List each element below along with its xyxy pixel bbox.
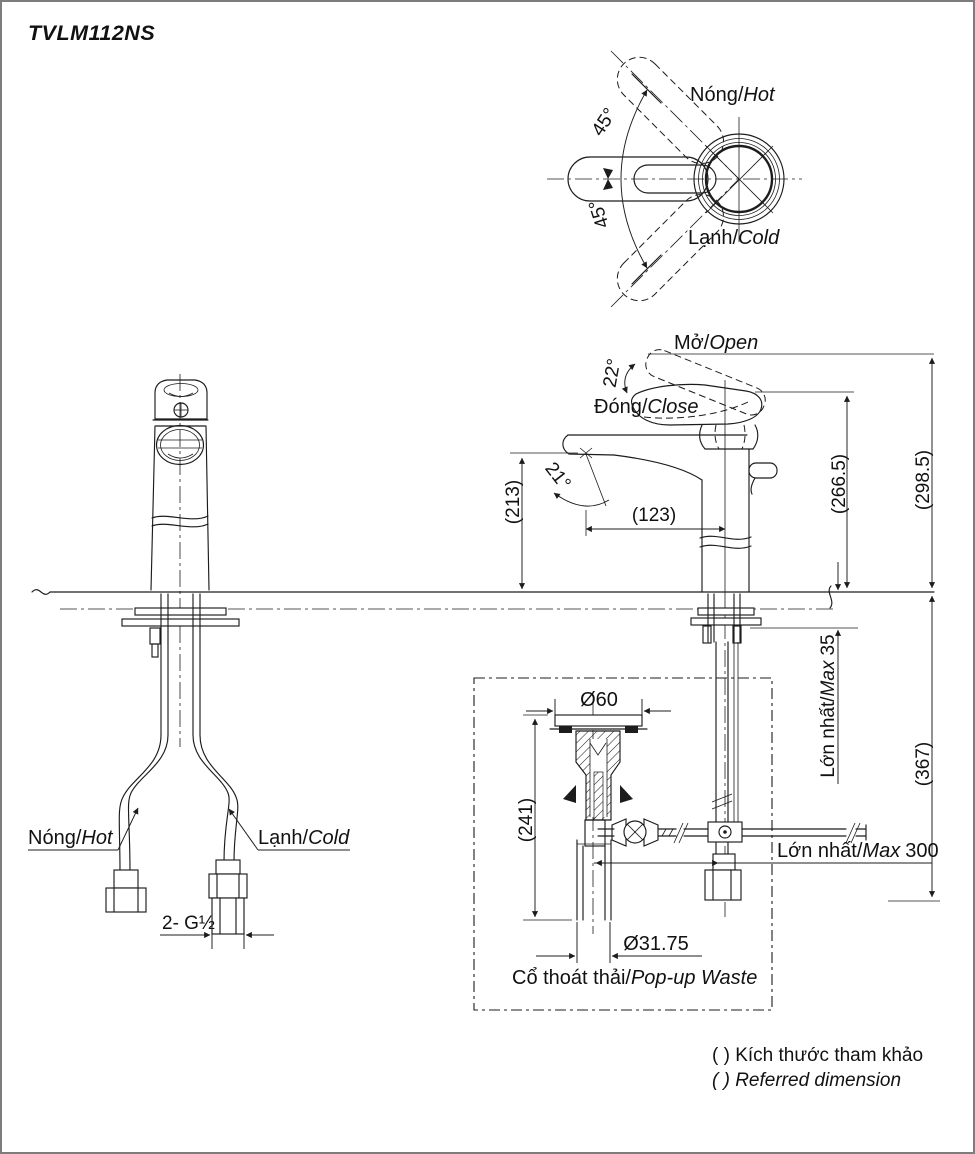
arc-21deg <box>553 492 610 507</box>
legend-vi: ( ) Kích thước tham khảo <box>712 1045 923 1066</box>
side-view-faucet <box>553 349 778 917</box>
side-view-under-counter <box>690 593 762 901</box>
handle-lever-inner <box>633 164 717 194</box>
handle-cap <box>154 379 208 420</box>
dim-298-5: (298.5) <box>913 450 934 510</box>
thread-size-label: 2- G½ <box>162 913 215 934</box>
angle-22-label: 22° <box>600 357 626 389</box>
handle-dome <box>699 424 759 450</box>
counter-break-right <box>828 585 833 609</box>
angle-45-lower: 45° <box>585 197 614 231</box>
dim-241: (241) <box>516 798 537 842</box>
supply-nut <box>704 869 742 901</box>
handle-cold-position <box>610 50 740 180</box>
front-cold-label: Lạnh/Cold <box>258 827 350 849</box>
detail-box <box>473 677 773 1011</box>
drain-flange <box>554 714 643 727</box>
top-view-cold-label: Lạnh/Cold <box>688 227 780 249</box>
dia-31-75-label: Ø31.75 <box>623 933 689 955</box>
rotation-arc <box>620 89 648 269</box>
spout-opening <box>155 424 205 466</box>
legend: ( ) Kích thước tham khảo ( ) Referred di… <box>712 1045 923 1091</box>
dim-max-35: Lớn nhất/Max35 <box>818 634 839 777</box>
popup-waste-detail: Ø60 Cổ thoát thải/Pop-up Waste <box>473 677 867 1011</box>
cold-leader <box>228 808 259 851</box>
handle-open-position <box>645 349 766 416</box>
lift-rod-knob <box>748 462 778 479</box>
valve-body-outline <box>693 133 785 225</box>
top-view-hot-label: Nóng/Hot <box>690 84 776 106</box>
hot-hose-nut <box>105 887 147 913</box>
arc-22deg <box>621 363 636 394</box>
handle-closed <box>630 383 763 426</box>
page-title: TVLM112NS <box>28 21 155 45</box>
counter-break-left <box>31 589 51 595</box>
angle-45-upper: 45° <box>588 105 621 141</box>
hot-supply-hose <box>118 734 162 873</box>
cold-hose-nut <box>208 873 248 899</box>
dim-213: (213) <box>503 480 524 524</box>
angle-21-label: 21° <box>540 459 574 495</box>
popup-rod <box>657 822 867 844</box>
handle-hot-position <box>610 178 740 308</box>
cold-supply-hose <box>199 734 239 863</box>
front-view-faucet: Nóng/Hot Lạnh/Cold 2- G½ <box>28 374 350 949</box>
hot-leader <box>117 807 139 851</box>
handle-neutral-outline <box>567 156 709 202</box>
dim-266-5: (266.5) <box>829 454 850 514</box>
dim-123: (123) <box>632 505 676 526</box>
countertop <box>31 585 935 610</box>
dim-367: (367) <box>913 742 934 786</box>
top-view-handle-rotation: Nóng/Hot Lạnh/Cold 45° 45° <box>547 50 802 308</box>
close-label: Đóng/Close <box>594 396 699 418</box>
dia-60-label: Ø60 <box>580 689 618 711</box>
popup-waste-label: Cổ thoát thải/Pop-up Waste <box>512 967 757 989</box>
open-label: Mở/Open <box>674 332 758 354</box>
legend-en: ( ) Referred dimension <box>712 1070 901 1091</box>
front-hot-label: Nóng/Hot <box>28 827 114 849</box>
